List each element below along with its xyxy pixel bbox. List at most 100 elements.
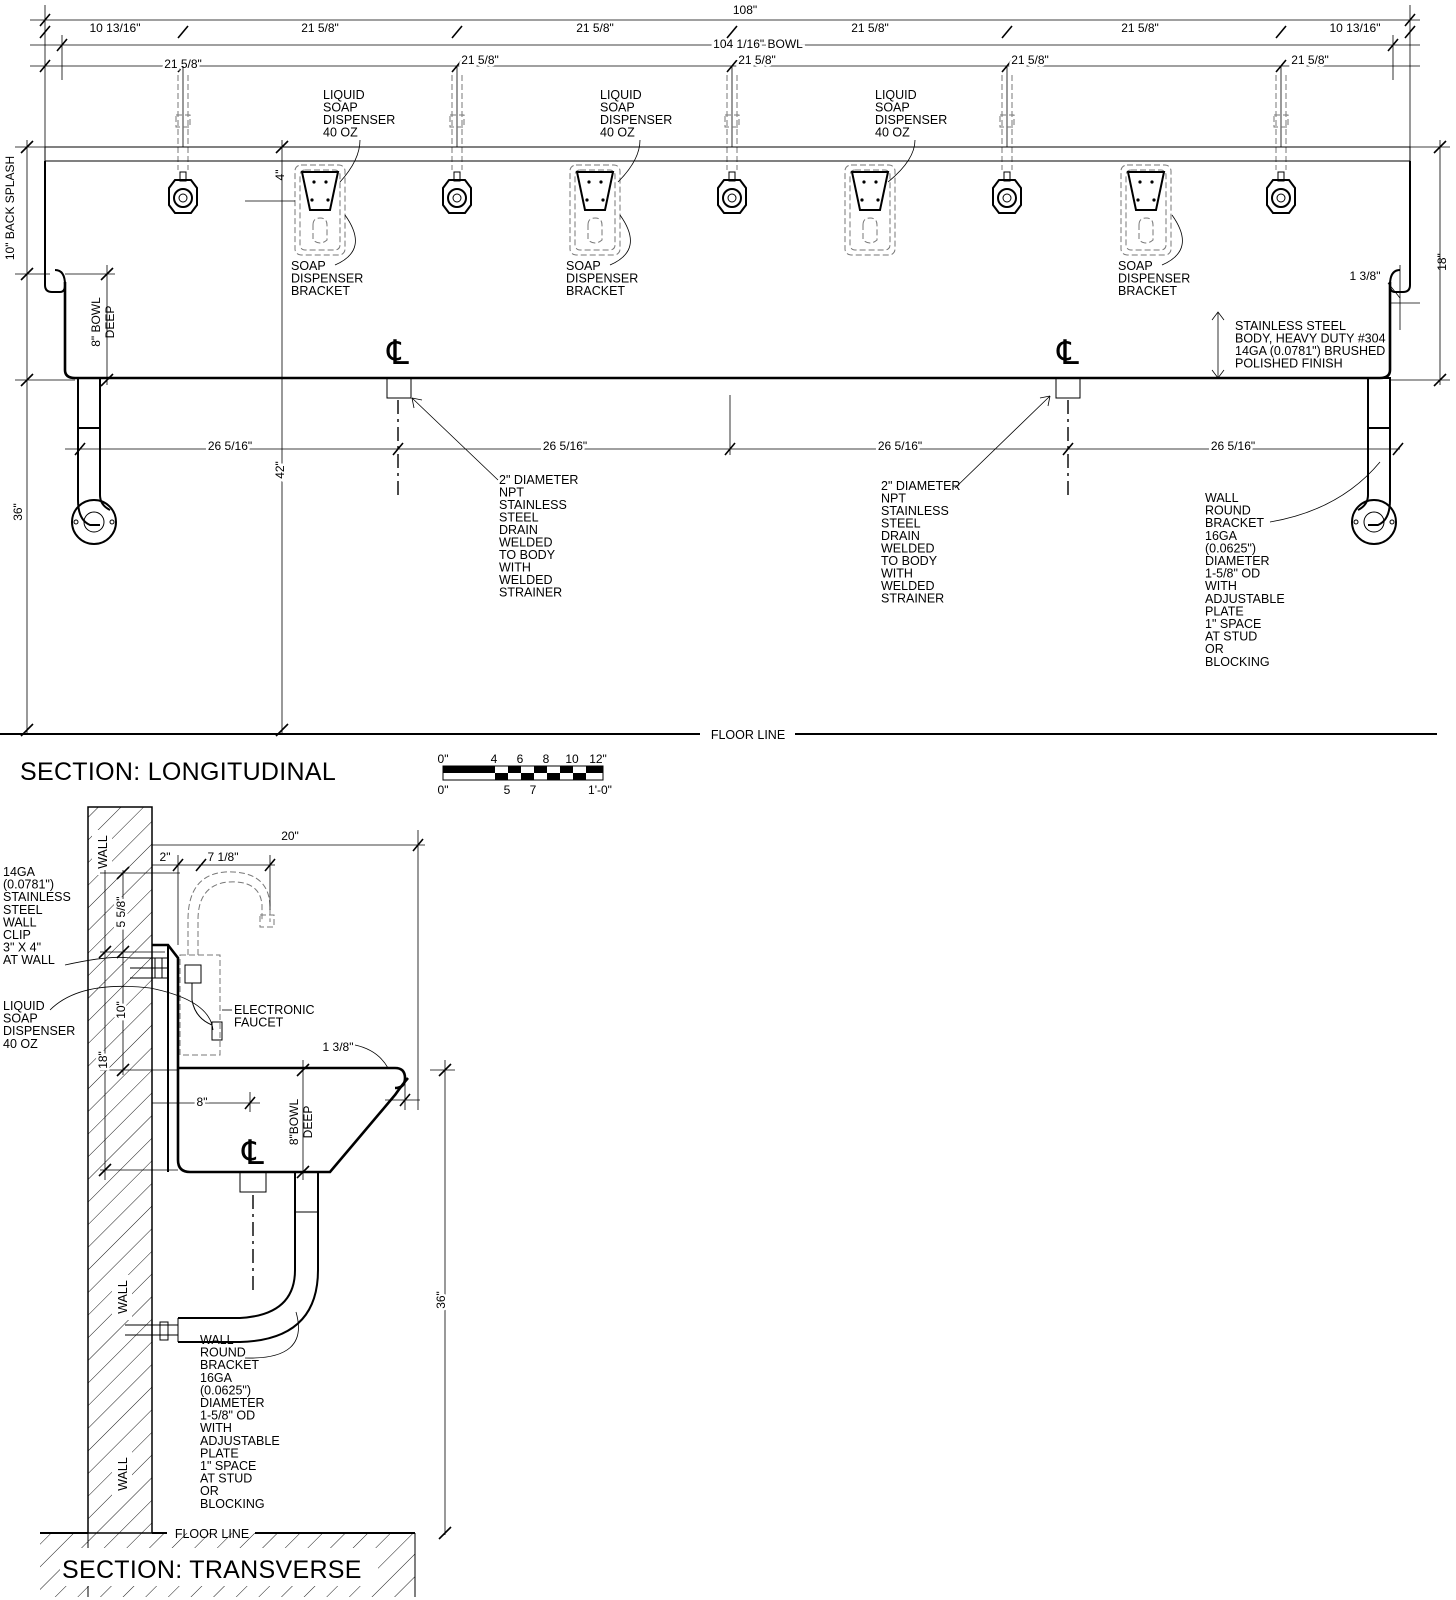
dim-height-36: 36"	[11, 503, 25, 521]
faucet-5	[1266, 66, 1296, 214]
scale-bottom-7: 7	[530, 783, 537, 797]
soap-dispenser-4	[1120, 164, 1172, 256]
soap-dispenser-2	[569, 164, 621, 256]
dim-trans-10: 10"	[114, 1001, 128, 1019]
transverse-section: FLOOR LINE SECTION: TRANSVERSE WALL WALL…	[3, 806, 455, 1597]
scale-bottom-5: 5	[504, 783, 511, 797]
dim-end-left: 10 13/16"	[90, 21, 141, 35]
soap-dispensers	[294, 164, 1172, 256]
wall-label-1: WALL	[96, 835, 110, 869]
left-leg	[71, 377, 117, 545]
dim-trans-36: 36"	[434, 1291, 448, 1309]
faucet-2	[442, 66, 472, 214]
faucet-3	[717, 66, 747, 214]
dim-height-42: 42"	[273, 461, 287, 479]
dim-spacing-2-1: 21 5/8"	[164, 57, 202, 71]
dim-trans-1-3-8: 1 3/8"	[323, 1040, 354, 1054]
centerline-symbol-trans: ℄	[241, 1134, 264, 1172]
dim-spacing-2-4: 21 5/8"	[1011, 53, 1049, 67]
dim-trans-2: 2"	[160, 850, 171, 864]
scale-top-10: 10	[565, 752, 579, 766]
scale-bar: 0" 4 6 8 10 12" 0" 5 7 1'-0"	[438, 752, 612, 797]
sink-body	[44, 146, 1411, 380]
dim-trans-20: 20"	[281, 829, 299, 843]
wall-label-3: WALL	[116, 1457, 130, 1491]
dim-bowl-length: 104 1/16" BOWL	[713, 37, 803, 51]
centerline-symbol-right: ℄	[1056, 334, 1079, 372]
dim-height-18: 18"	[1435, 253, 1449, 271]
dim-spacing-top-4: 21 5/8"	[1121, 21, 1159, 35]
scale-top-8: 8	[543, 752, 550, 766]
longitudinal-section: 108" 10 13/16" 21 5/8" 21 5/8" 21 5/8" 2…	[0, 3, 1450, 786]
dim-end-right: 10 13/16"	[1330, 21, 1381, 35]
dim-trans-5-5-8: 5 5/8"	[114, 897, 128, 928]
wall-label-2: WALL	[116, 1280, 130, 1314]
soap-dispenser-1	[294, 164, 346, 256]
dim-drain-spacing-3: 26 5/16"	[878, 439, 922, 453]
dim-bowl-deep-1: 8" BOWL	[89, 297, 103, 347]
drain-left: ℄	[386, 334, 412, 495]
dim-trans-7-1-8: 7 1/8"	[208, 850, 239, 864]
dim-drain-spacing-1: 26 5/16"	[208, 439, 252, 453]
dim-drain-spacing-2: 26 5/16"	[543, 439, 587, 453]
dim-trans-bowl-deep-1: 8"BOWL	[287, 1099, 301, 1146]
dim-lip: 1 3/8"	[1350, 269, 1381, 283]
scale-bottom-0: 0"	[438, 783, 449, 797]
dim-bowl-deep-2: DEEP	[103, 306, 117, 339]
dim-height-4: 4"	[273, 170, 287, 181]
scale-top-12: 12"	[589, 752, 607, 766]
floor-line-label-long: FLOOR LINE	[711, 728, 785, 742]
dim-overall-length: 108"	[733, 3, 757, 17]
scale-top-0: 0"	[438, 752, 449, 766]
soap-dispenser-3	[844, 164, 896, 256]
faucets	[168, 66, 1296, 214]
dim-trans-8: 8"	[197, 1095, 208, 1109]
dim-spacing-2-5: 21 5/8"	[1291, 53, 1329, 67]
title-transverse: SECTION: TRANSVERSE	[62, 1556, 362, 1584]
floor-line-label-trans: FLOOR LINE	[175, 1527, 249, 1541]
dim-trans-18: 18"	[96, 1051, 110, 1069]
scale-top-6: 6	[517, 752, 524, 766]
centerline-symbol-left: ℄	[386, 334, 409, 372]
dim-back-splash: 10" BACK SPLASH	[3, 156, 17, 260]
drain-right: ℄	[1055, 334, 1081, 495]
dim-spacing-top-3: 21 5/8"	[851, 21, 889, 35]
dim-spacing-top-1: 21 5/8"	[301, 21, 339, 35]
dim-spacing-2-2: 21 5/8"	[461, 53, 499, 67]
top-dimensions	[30, 5, 1420, 160]
scale-bottom-1ft: 1'-0"	[588, 783, 612, 797]
dim-drain-spacing-4: 26 5/16"	[1211, 439, 1255, 453]
right-leg	[1351, 377, 1397, 545]
title-longitudinal: SECTION: LONGITUDINAL	[20, 758, 336, 786]
dim-trans-bowl-deep-2: DEEP	[301, 1106, 315, 1139]
faucet-4	[992, 66, 1022, 214]
scale-top-4: 4	[491, 752, 498, 766]
